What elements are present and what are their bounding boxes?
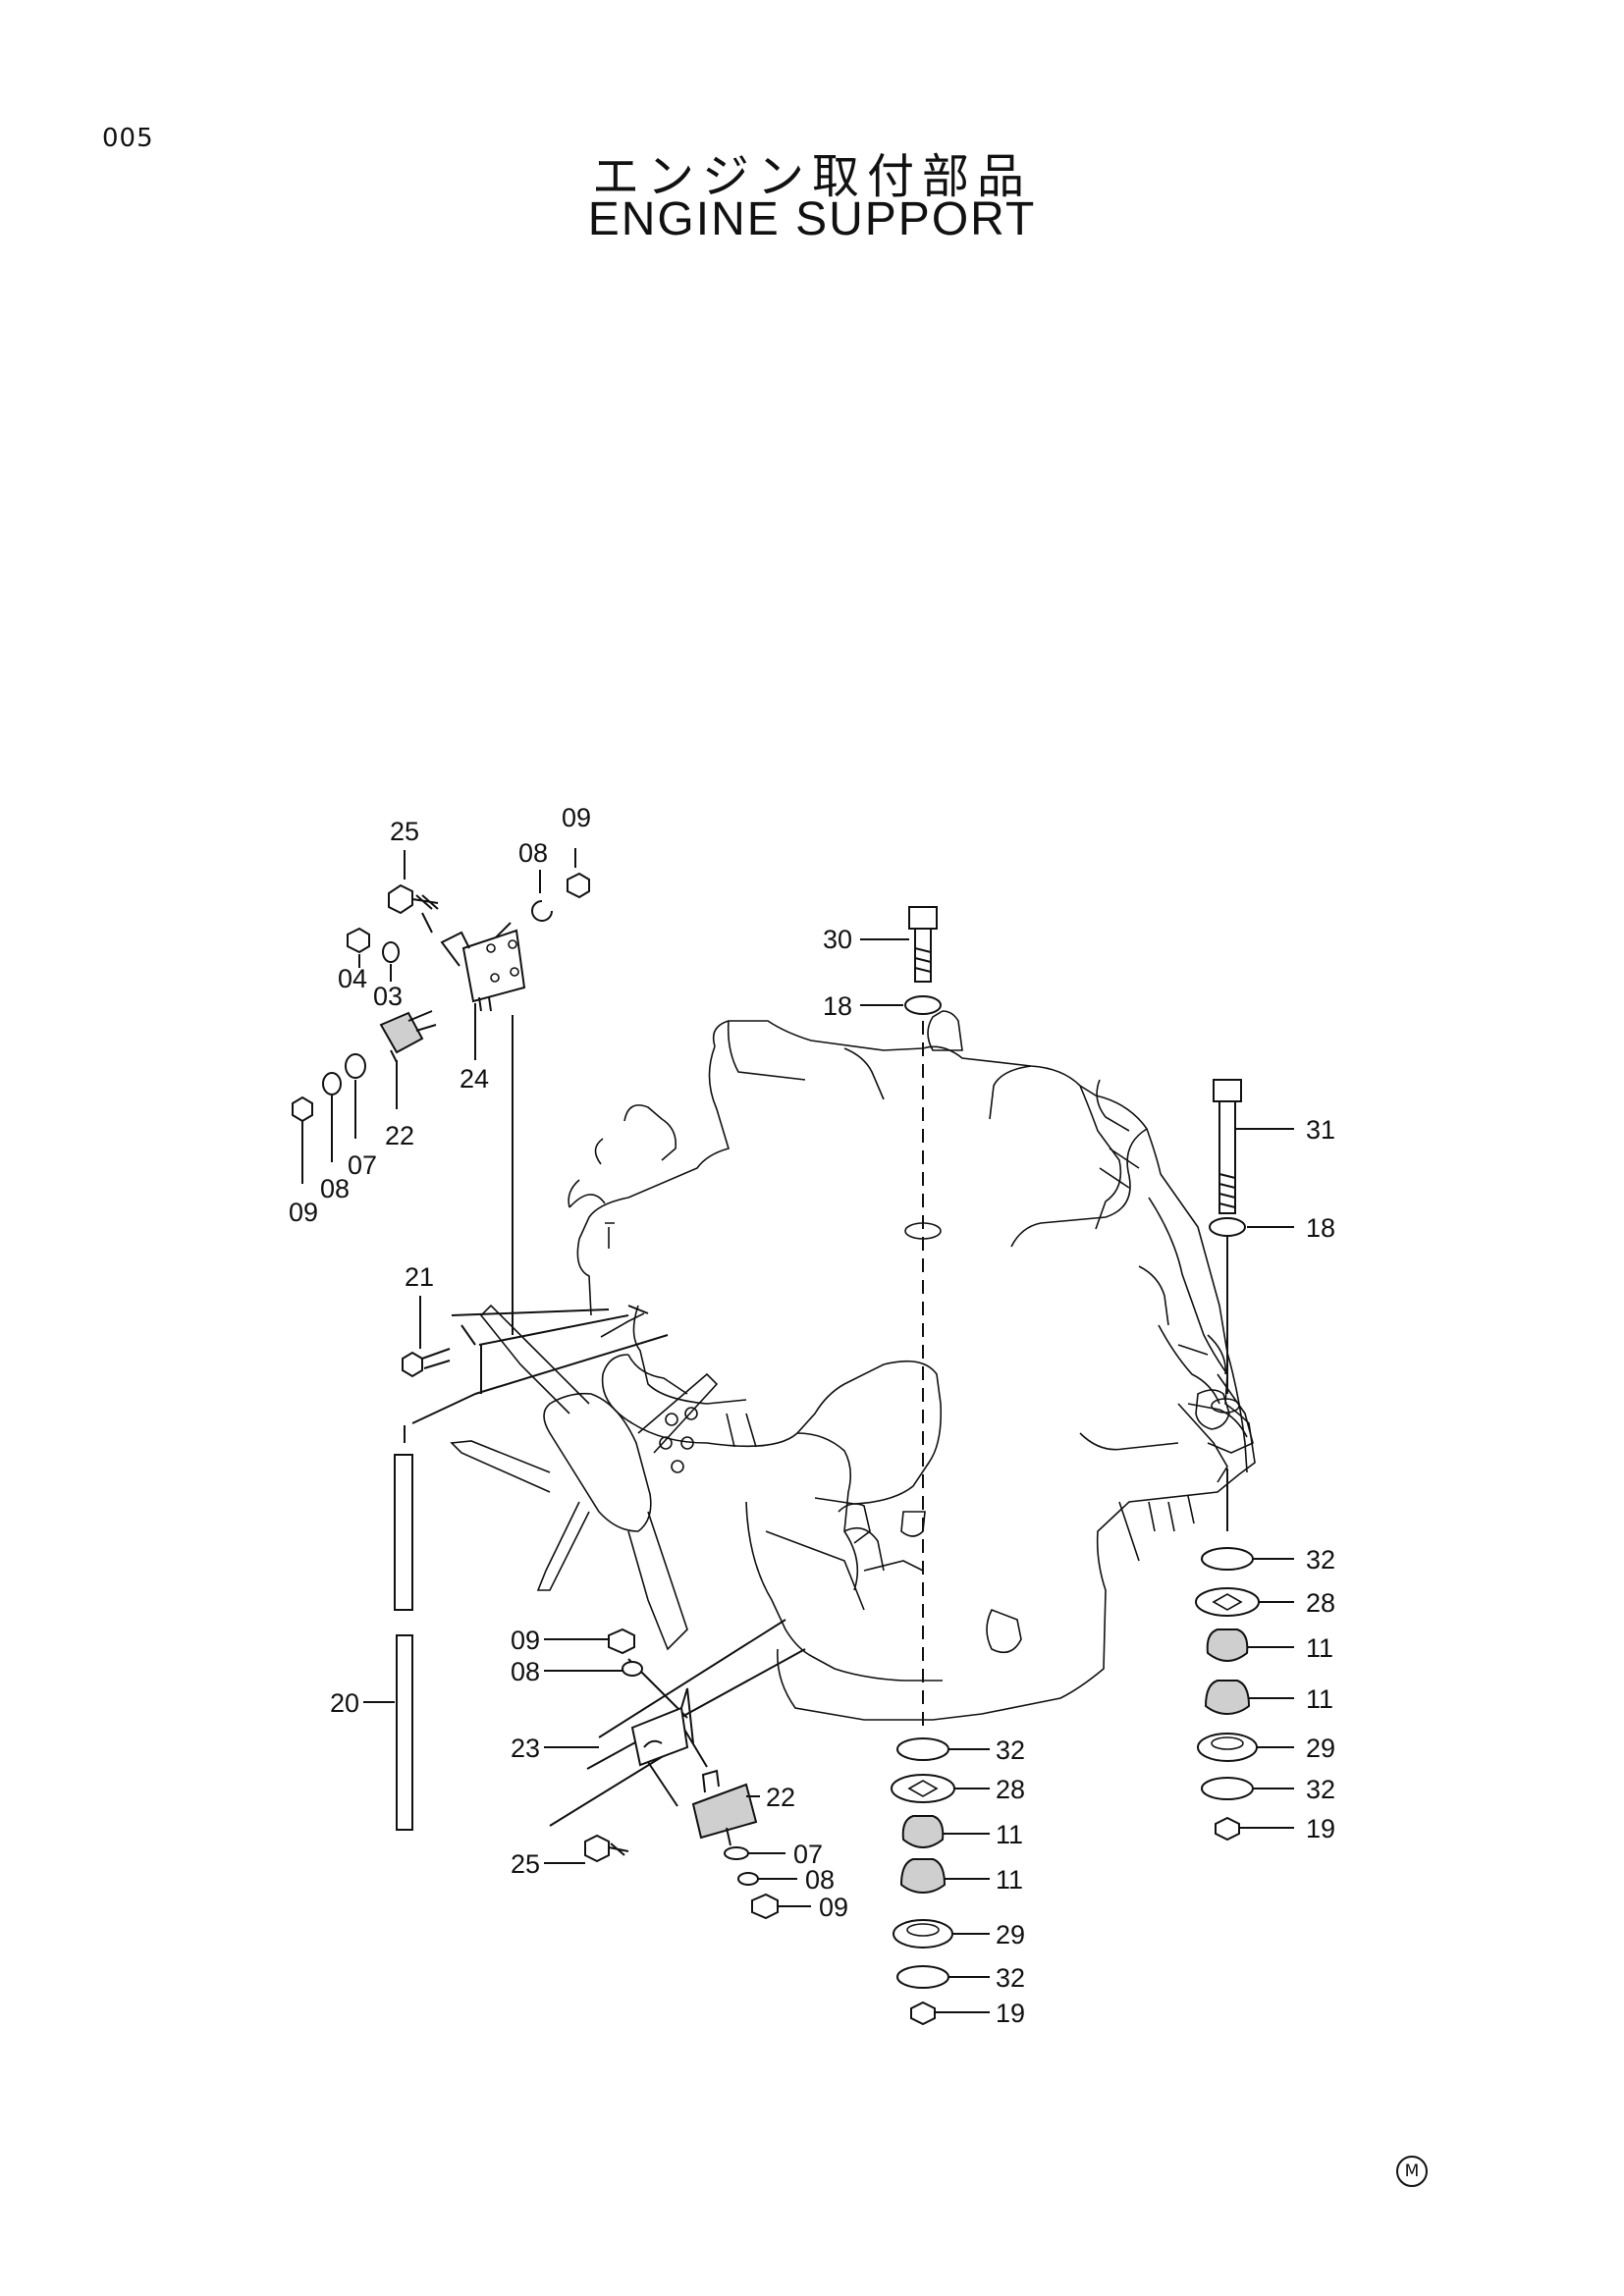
cushion-11-r1 — [1206, 1629, 1249, 1663]
callout-28-c: 28 — [996, 1775, 1025, 1804]
callout-09-lower: 09 — [819, 1893, 848, 1922]
washer-08-lower — [737, 1872, 759, 1886]
rubber-mount-22-lower — [691, 1769, 758, 1846]
nut-19-r — [1215, 1816, 1240, 1842]
lock-washer-08-top — [531, 900, 553, 922]
callout-22-upper: 22 — [385, 1121, 414, 1150]
callout-09-top: 09 — [562, 803, 591, 832]
callout-23: 23 — [511, 1734, 540, 1763]
callout-22-lower: 22 — [766, 1783, 795, 1812]
rod-20 — [394, 1454, 413, 1831]
callout-19-r: 19 — [1306, 1814, 1335, 1843]
callout-29-r: 29 — [1306, 1734, 1335, 1763]
plate-28-r — [1195, 1587, 1260, 1617]
callout-11-r1: 11 — [1306, 1633, 1333, 1663]
callout-25-lower: 25 — [511, 1849, 540, 1879]
callout-30: 30 — [823, 925, 852, 954]
callout-32-c1: 32 — [996, 1735, 1025, 1765]
nut-09-top — [567, 872, 590, 899]
left-leader-lines — [404, 1015, 669, 1443]
callout-leaders — [301, 848, 1294, 2013]
callout-18-center: 18 — [823, 991, 852, 1021]
callout-11-r2: 11 — [1306, 1684, 1333, 1714]
center-mount-stack — [891, 906, 955, 2026]
callout-24: 24 — [460, 1064, 489, 1094]
washer-03 — [382, 941, 400, 963]
bolt-30-head — [908, 906, 938, 930]
callout-07-upper: 07 — [348, 1150, 377, 1180]
bolt-25-lower — [584, 1834, 629, 1863]
right-mount-stack — [1195, 1079, 1260, 1842]
plate-28-c — [891, 1774, 955, 1803]
cushion-11-r2 — [1204, 1680, 1251, 1716]
callout-20: 20 — [330, 1688, 359, 1718]
callout-09-lower-left: 09 — [511, 1626, 540, 1655]
bolt-25-upper — [388, 883, 439, 915]
washer-32-r2 — [1201, 1777, 1254, 1800]
callout-32-c2: 32 — [996, 1963, 1025, 1993]
bracket-leader-lines — [549, 1619, 806, 1827]
washer-18-center — [904, 995, 942, 1015]
bolt-31-head — [1213, 1079, 1242, 1102]
nut-19-c — [910, 2001, 936, 2026]
callout-25-upper: 25 — [390, 817, 419, 846]
callout-11-c1: 11 — [996, 1820, 1023, 1849]
callout-32-r1: 32 — [1306, 1545, 1335, 1575]
bolt-21 — [402, 1348, 451, 1378]
callout-29-c: 29 — [996, 1920, 1025, 1949]
nut-04 — [347, 927, 370, 954]
washer-07-lower — [724, 1846, 749, 1860]
title-japanese: エンジン取付部品 — [591, 149, 1032, 204]
lower-left-parts — [584, 1628, 779, 1920]
washer-08-lower-left — [622, 1661, 643, 1677]
washer-18-right — [1209, 1217, 1246, 1237]
bolt-30-shank — [914, 928, 932, 983]
callout-08-top: 08 — [518, 838, 548, 868]
cushion-11-c2 — [899, 1858, 947, 1895]
washer-08-upper — [322, 1072, 342, 1095]
callout-21: 21 — [405, 1262, 434, 1292]
callout-09-upper: 09 — [289, 1198, 318, 1227]
callout-19-c: 19 — [996, 1999, 1025, 2028]
cooling-fan — [450, 1304, 719, 1651]
callout-28-r: 28 — [1306, 1588, 1335, 1618]
engine-assembly — [450, 1010, 1256, 1721]
washer-32-c2 — [896, 1965, 949, 1989]
washer-32-c1 — [896, 1737, 949, 1761]
callout-18-right: 18 — [1306, 1213, 1335, 1243]
rubber-mount-22-upper — [379, 1010, 437, 1063]
nut-09-lower — [751, 1893, 779, 1920]
callout-07-lower: 07 — [793, 1840, 823, 1869]
callout-labels: 25 09 08 04 03 24 22 07 08 09 21 20 30 1… — [289, 803, 1335, 2028]
nut-09-lower-left — [608, 1628, 635, 1655]
title-english: ENGINE SUPPORT — [587, 193, 1037, 245]
page-number: 005 — [102, 124, 154, 153]
callout-31: 31 — [1306, 1115, 1335, 1145]
callout-08-lower-left: 08 — [511, 1657, 540, 1686]
bracket-24 — [440, 929, 526, 1012]
washer-07-upper — [345, 1053, 366, 1079]
cushion-11-c1 — [901, 1815, 945, 1849]
callout-32-r2: 32 — [1306, 1775, 1335, 1804]
manufacturer-mark: M — [1396, 2156, 1428, 2187]
callout-04: 04 — [338, 964, 367, 993]
nut-09-upper — [292, 1095, 313, 1123]
callout-11-c2: 11 — [996, 1865, 1023, 1895]
callout-08-upper: 08 — [320, 1174, 350, 1203]
bracket-23 — [630, 1687, 694, 1767]
callout-03: 03 — [373, 982, 403, 1011]
upper-left-parts — [292, 872, 590, 1831]
callout-08-lower: 08 — [805, 1865, 835, 1895]
washer-32-r1 — [1201, 1547, 1254, 1571]
